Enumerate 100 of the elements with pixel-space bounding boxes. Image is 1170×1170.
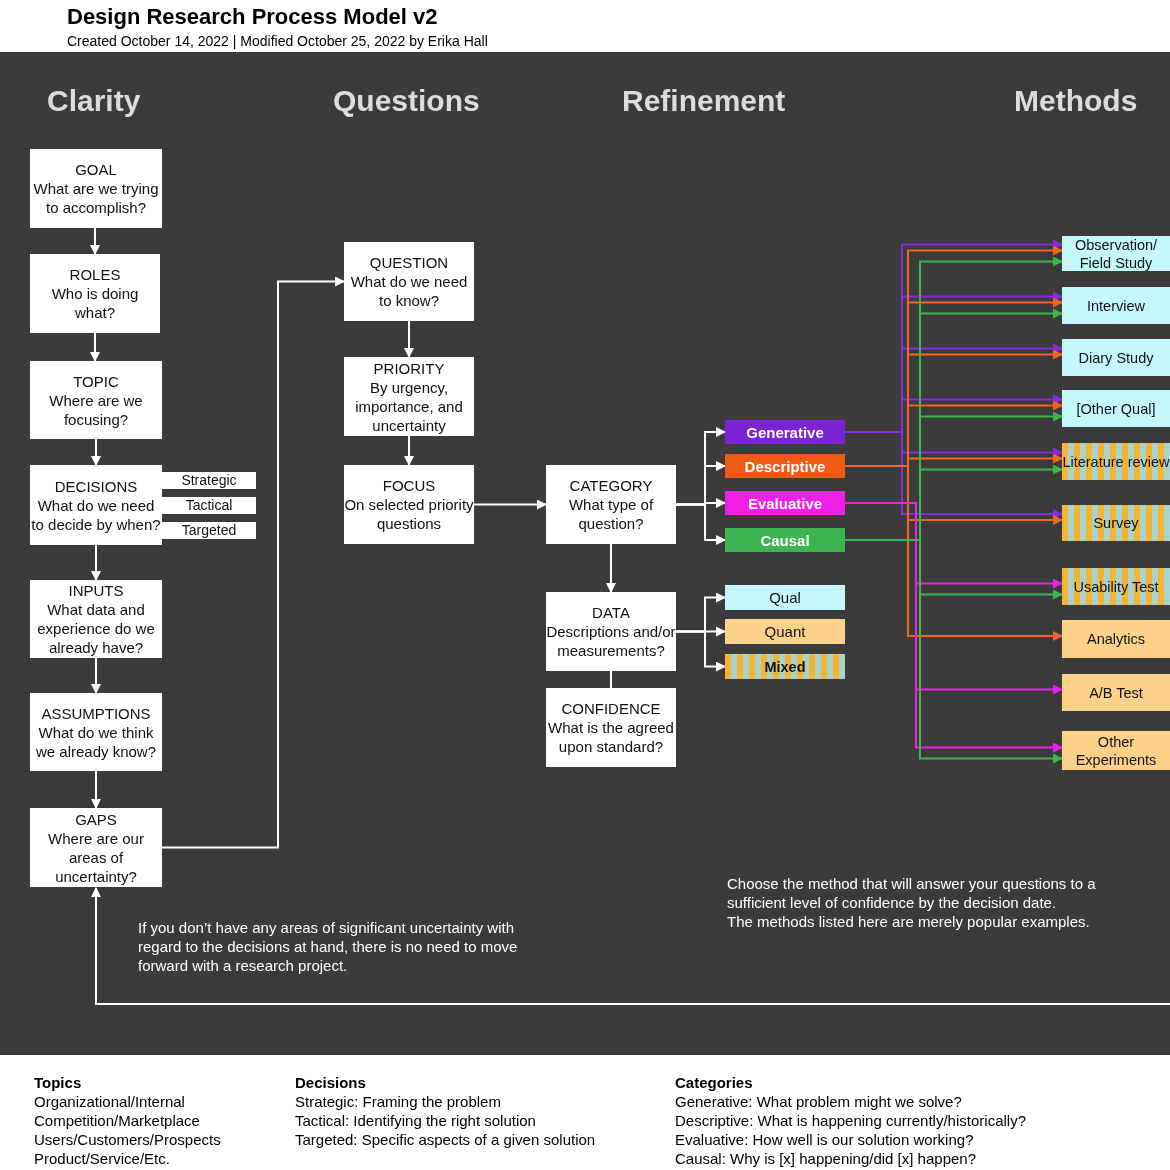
step-question: What data and experience do we already have? bbox=[36, 600, 156, 657]
step-title: ASSUMPTIONS bbox=[41, 703, 151, 723]
category-box bbox=[725, 420, 845, 444]
step-question: What do we think we already know? bbox=[34, 722, 158, 761]
category-box bbox=[725, 454, 845, 478]
footer-heading: Categories bbox=[675, 1073, 753, 1092]
footer-text: Organizational/Internal bbox=[34, 1092, 185, 1111]
arrow bbox=[91, 657, 101, 694]
column-heading: Questions bbox=[333, 83, 480, 119]
arrow bbox=[844, 431, 1063, 519]
box-label: Quant bbox=[764, 622, 806, 641]
footer-heading: Topics bbox=[34, 1073, 82, 1092]
process-box bbox=[546, 592, 676, 671]
note: The methods listed here are merely popular examples. bbox=[727, 912, 1090, 931]
footer-text: Generative: What problem might we solve? bbox=[675, 1092, 962, 1111]
footer-text: Descriptive: What is happening currently/historically? bbox=[675, 1111, 1026, 1130]
tag-box bbox=[162, 472, 256, 489]
data-type-box bbox=[725, 619, 845, 644]
data-type-box bbox=[725, 654, 845, 679]
arrow bbox=[473, 499, 547, 510]
process-box bbox=[344, 357, 474, 436]
step-title: FOCUS bbox=[382, 476, 436, 495]
step-title: DATA bbox=[592, 603, 630, 622]
footer-heading: Decisions bbox=[295, 1073, 366, 1092]
process-box bbox=[30, 808, 162, 887]
step-question: What is the agreed upon standard? bbox=[547, 718, 675, 756]
step-title: DECISIONS bbox=[54, 476, 138, 496]
method-box bbox=[1062, 390, 1170, 427]
box-label: Targeted bbox=[181, 521, 237, 540]
method-box bbox=[1062, 674, 1170, 711]
data-type-box bbox=[725, 585, 845, 610]
step-title: QUESTION bbox=[369, 253, 449, 272]
step-title: CONFIDENCE bbox=[561, 699, 661, 718]
box-label: Interview bbox=[1087, 296, 1145, 315]
step-title: TOPIC bbox=[73, 371, 119, 391]
arrow bbox=[404, 320, 414, 358]
arrow bbox=[675, 630, 726, 672]
process-box bbox=[344, 242, 474, 321]
box-label: Generative bbox=[746, 422, 824, 442]
box-label: Tactical bbox=[185, 496, 233, 515]
method-box bbox=[1062, 287, 1170, 324]
subtitle: Created October 14, 2022 | Modified October 25, 2022 by Erika Hall bbox=[67, 32, 488, 51]
process-box bbox=[30, 693, 162, 771]
box-label: Other Experiments bbox=[1074, 732, 1158, 769]
arrow bbox=[90, 332, 100, 362]
note: If you don’t have any areas of significant uncertainty with regard to the decisions at hand, there is no need to move forward with a research project. bbox=[138, 918, 519, 975]
note: Choose the method that will answer your questions to a sufficient level of confidence by the decision date. bbox=[727, 874, 1097, 912]
box-label: A/B Test bbox=[1089, 683, 1143, 702]
connector-line bbox=[610, 670, 612, 689]
process-box bbox=[344, 465, 474, 544]
step-question: Who is doing what? bbox=[50, 284, 140, 322]
box-label: Evaluative bbox=[747, 493, 823, 513]
arrow bbox=[606, 543, 616, 593]
box-label: Qual bbox=[769, 588, 801, 607]
process-box bbox=[30, 580, 162, 658]
arrow bbox=[404, 435, 414, 466]
method-box bbox=[1062, 339, 1170, 376]
arrow bbox=[91, 770, 101, 809]
title: Design Research Process Model v2 bbox=[67, 4, 438, 30]
method-box bbox=[1062, 620, 1170, 658]
category-box bbox=[725, 491, 845, 515]
process-box bbox=[30, 465, 162, 545]
tag-box bbox=[162, 497, 256, 514]
step-question: Where are we focusing? bbox=[48, 390, 144, 429]
footer-text: Product/Service/Etc. bbox=[34, 1149, 170, 1168]
tag-box bbox=[162, 522, 256, 539]
step-title: ROLES bbox=[69, 265, 121, 284]
arrow bbox=[161, 276, 345, 849]
process-box bbox=[30, 254, 160, 333]
method-box bbox=[1062, 236, 1170, 271]
step-title: GOAL bbox=[75, 160, 117, 179]
arrow bbox=[91, 438, 101, 466]
box-label: Diary Study bbox=[1078, 348, 1154, 367]
step-title: CATEGORY bbox=[569, 476, 653, 495]
category-box bbox=[725, 528, 845, 552]
step-question: Descriptions and/or measurements? bbox=[546, 622, 676, 660]
column-heading: Clarity bbox=[47, 83, 141, 119]
process-box bbox=[30, 361, 162, 439]
box-label: [Other Qual] bbox=[1076, 399, 1156, 418]
process-box bbox=[546, 688, 676, 767]
box-label: Causal bbox=[760, 530, 810, 550]
box-label: Descriptive bbox=[744, 456, 826, 476]
footer-text: Tactical: Identifying the right solution bbox=[295, 1111, 536, 1130]
footer-text: Users/Customers/Prospects bbox=[34, 1130, 221, 1149]
method-box bbox=[1062, 731, 1170, 770]
footer-text: Competition/Marketplace bbox=[34, 1111, 200, 1130]
box-label: Strategic bbox=[181, 471, 237, 490]
arrow bbox=[675, 503, 726, 545]
arrow bbox=[91, 887, 1170, 1005]
step-question: Where are our areas of uncertainty? bbox=[47, 828, 145, 886]
step-title: INPUTS bbox=[68, 581, 124, 600]
column-heading: Methods bbox=[1014, 83, 1138, 119]
step-question: On selected priority questions bbox=[344, 495, 474, 533]
box-label: Analytics bbox=[1087, 630, 1145, 648]
step-question: What type of question? bbox=[567, 495, 655, 533]
process-box bbox=[546, 465, 676, 544]
step-title: PRIORITY bbox=[373, 358, 445, 378]
arrow bbox=[91, 544, 101, 581]
process-box bbox=[30, 149, 162, 228]
box-label: Observation/ Field Study bbox=[1073, 235, 1159, 272]
